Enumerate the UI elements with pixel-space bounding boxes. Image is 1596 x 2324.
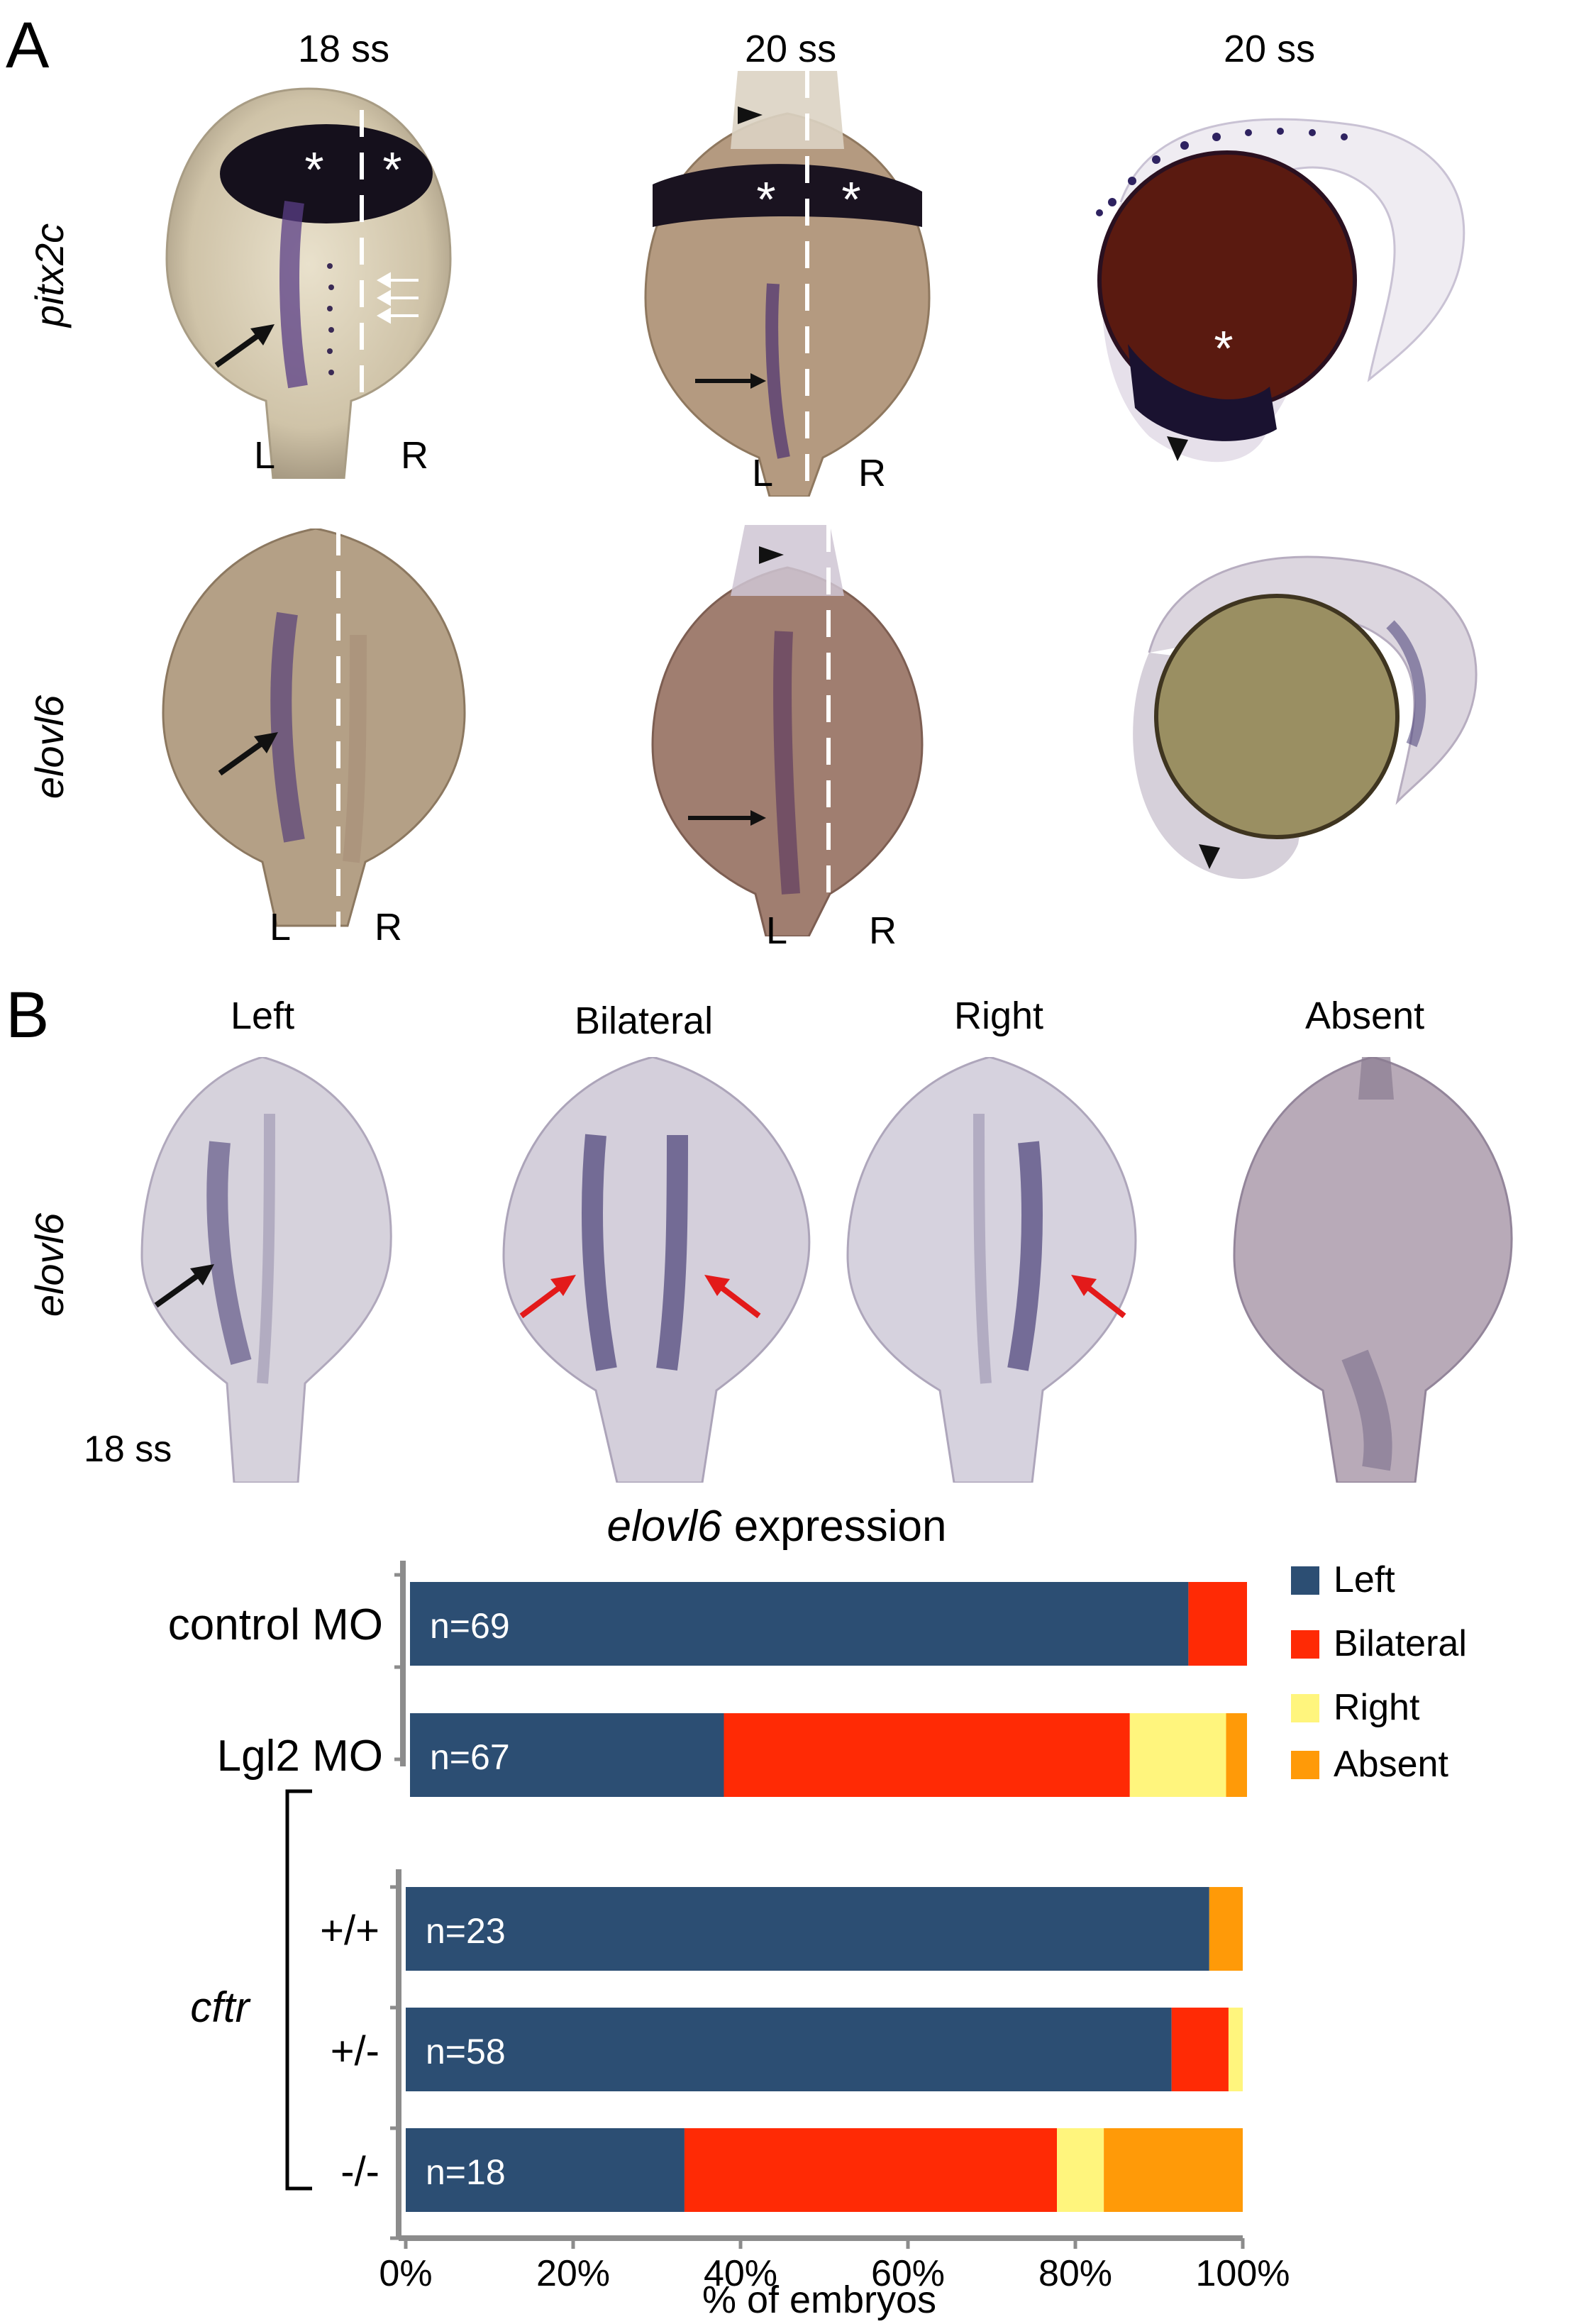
bar-n-label: n=67 [430,1737,510,1777]
bar-segment-absent [1104,2128,1243,2212]
embryo-elovl6-20ss-dorsal [651,525,924,936]
asterisk-marker: * [1214,321,1233,376]
category-label-right: Right [954,995,1044,1037]
bar-segment-right [1057,2128,1104,2212]
bar-segment-left [406,2008,1172,2091]
side-label-right: R [858,452,886,494]
side-label-left: L [766,909,788,952]
gene-label-elovl6-a: elovl6 [27,695,72,799]
bar-segment-right [1228,2008,1243,2091]
embryo-elovl6-20ss-lateral [1133,555,1478,879]
side-label-right: R [869,909,897,952]
arrowhead-marker [1167,436,1188,461]
gene-label-pitx2c: pitx2c [27,223,72,328]
bar-n-label: n=69 [430,1606,510,1646]
bar-n-label: n=23 [426,1911,506,1951]
legend-swatch-absent [1291,1751,1319,1779]
embryo-elovl6-right [846,1057,1137,1483]
x-tick-label: 100% [1196,2253,1290,2294]
embryo-elovl6-bilateral [502,1057,811,1483]
legend-label-left: Left [1334,1559,1395,1600]
black-arrow-icon [218,732,278,776]
bar-segment-bilateral [684,2128,1058,2212]
x-tick-label: 60% [871,2253,945,2294]
stacked-bar-chart: elovl6 expression n=69 control MO n=67 Lgl2… [168,1502,1467,2321]
bar-n-label: n=18 [426,2152,506,2192]
arrowhead-marker [759,546,784,564]
embryo-elovl6-18ss [162,529,466,933]
legend-swatch-left [1291,1566,1319,1595]
legend-swatch-right [1291,1694,1319,1722]
legend-label-bilateral: Bilateral [1334,1623,1467,1664]
stage-label-col2: 20 ss [745,28,837,70]
bar-segment-left [406,1887,1209,1971]
cftr-bracket [285,1789,312,2191]
embryo-elovl6-left [140,1057,392,1483]
row-label: Lgl2 MO [217,1732,383,1781]
side-label-right: R [375,906,402,948]
asterisk-marker: * [382,142,401,197]
stage-label-col3: 20 ss [1224,28,1316,70]
black-arrow-icon [695,373,766,389]
arrowhead-marker [1199,844,1220,869]
bar-segment-left [410,1713,724,1797]
category-label-absent: Absent [1305,995,1425,1037]
embryo-pitx2c-20ss-lateral: * [1096,118,1465,463]
side-label-left: L [254,434,276,477]
x-tick-label: 0% [379,2253,432,2294]
legend-label-right: Right [1334,1687,1420,1728]
red-arrow-icon [1071,1275,1126,1319]
embryo-pitx2c-20ss-dorsal: * * [644,71,931,497]
bar-segment-left [410,1582,1189,1666]
row-label: -/- [340,2149,379,2195]
bar-segment-bilateral [1188,1582,1247,1666]
bar-segment-bilateral [724,1713,1130,1797]
embryo-elovl6-absent [1233,1057,1513,1483]
panel-b-label: B [6,979,50,1051]
asterisk-marker: * [841,172,860,227]
x-tick-label: 20% [536,2253,610,2294]
row-label: +/+ [320,1908,379,1954]
panel-a-label: A [6,9,50,82]
red-arrow-icon [519,1275,576,1319]
bar-segment-absent [1209,1887,1243,1971]
stage-label-col1: 18 ss [298,28,390,70]
legend-swatch-bilateral [1291,1630,1319,1659]
embryo-pitx2c-18ss: * * [165,67,452,479]
arrowhead-marker [738,106,763,124]
asterisk-marker: * [756,172,775,227]
side-label-left: L [270,906,292,948]
white-arrows [376,272,419,324]
category-label-bilateral: Bilateral [575,1000,714,1042]
bar-n-label: n=58 [426,2032,506,2071]
x-tick-label: 40% [704,2253,777,2294]
chart-title: elovl6 expression [606,1502,946,1551]
side-label-right: R [401,434,428,477]
bar-segment-absent [1226,1713,1247,1797]
black-arrow-icon [154,1264,214,1308]
chart-title-rest: expression [721,1502,946,1551]
chart-title-italic: elovl6 [606,1502,722,1551]
legend-label-absent: Absent [1334,1744,1448,1785]
category-label-left: Left [231,995,295,1037]
bar-segment-right [1129,1713,1226,1797]
side-label-left: L [752,452,774,494]
row-label: control MO [168,1600,383,1649]
bar-segment-bilateral [1171,2008,1229,2091]
stage-label-panel-b: 18 ss [84,1429,172,1470]
row-label: +/- [331,2028,379,2074]
black-arrow-icon [214,324,275,368]
cftr-group-label: cftr [190,1983,250,2031]
gene-label-elovl6-b: elovl6 [27,1212,72,1317]
x-tick-label: 80% [1038,2253,1112,2294]
asterisk-marker: * [304,142,323,197]
red-arrow-icon [704,1275,761,1319]
x-axis-label: % of embryos [702,2279,936,2321]
black-arrow-icon [688,810,766,826]
bar-segment-left [406,2128,685,2212]
